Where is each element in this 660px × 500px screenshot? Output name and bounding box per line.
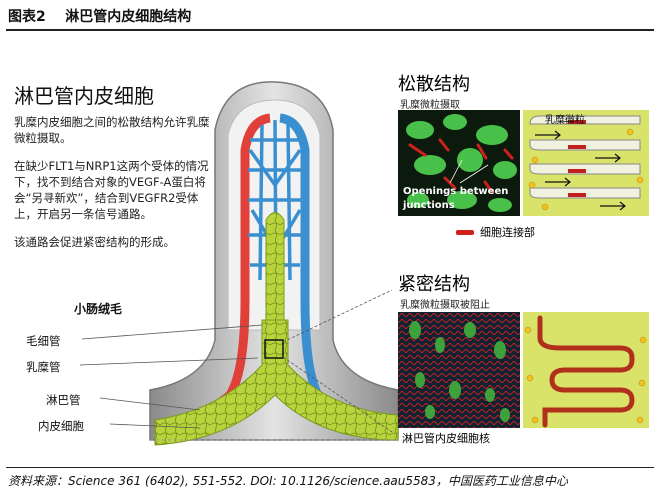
description-paragraph: 乳糜内皮细胞之间的松散结构允许乳糜微粒摄取。 [14,115,210,145]
tight-subtitle: 乳糜微粒摄取被阻止 [400,300,490,311]
junction-swatch [456,229,474,235]
lacteal [265,212,285,320]
openings-label: Openings between junctions [403,186,509,211]
nuclei-label: 淋巴管内皮细胞核 [399,429,493,447]
tight-micrograph [398,312,520,428]
zoom-box [264,339,284,359]
tight-schematic [523,312,649,428]
loose-subtitle: 乳糜微粒摄取 [400,100,460,111]
junction-legend: 细胞连接部 [456,224,535,240]
villus-illustration [149,81,399,446]
figure-label: 图表2 [8,9,46,25]
tight-title: 紧密结构 [398,274,470,295]
description-paragraph: 在缺少FLT1与NRP1这两个受体的情况下，找不到结合对象的VEGF-A蛋白将会… [14,159,209,221]
leader-lines [79,289,393,433]
figure-title: 淋巴管内皮细胞结构 [65,9,192,25]
legend-label: 细胞连接部 [480,226,535,239]
lymphatic-label: 淋巴管 [46,393,81,407]
endothelial-label: 内皮细胞 [38,419,84,433]
chylomicron-label: 乳糜微粒 [545,115,585,126]
description-paragraph: 该通路会促进紧密结构的形成。 [14,235,175,249]
footer-rule [6,467,654,468]
left-description: 乳糜内皮细胞之间的松散结构允许乳糜微粒摄取。 在缺少FLT1与NRP1这两个受体… [14,114,214,262]
header-rule [6,29,654,31]
lacteal-label: 乳糜管 [26,360,61,374]
villus-title: 小肠绒毛 [74,302,123,316]
loose-title: 松散结构 [398,74,470,95]
lymphatic-vessel [154,319,399,446]
capillary-label: 毛细管 [26,334,61,348]
loose-schematic [523,110,649,216]
loose-micrograph [398,110,520,216]
source-note: 资料来源：Science 361 (6402), 551-552. DOI: 1… [8,474,568,488]
left-title: 淋巴管内皮细胞 [14,84,154,108]
figure-header: 图表2 淋巴管内皮细胞结构 [8,6,191,26]
